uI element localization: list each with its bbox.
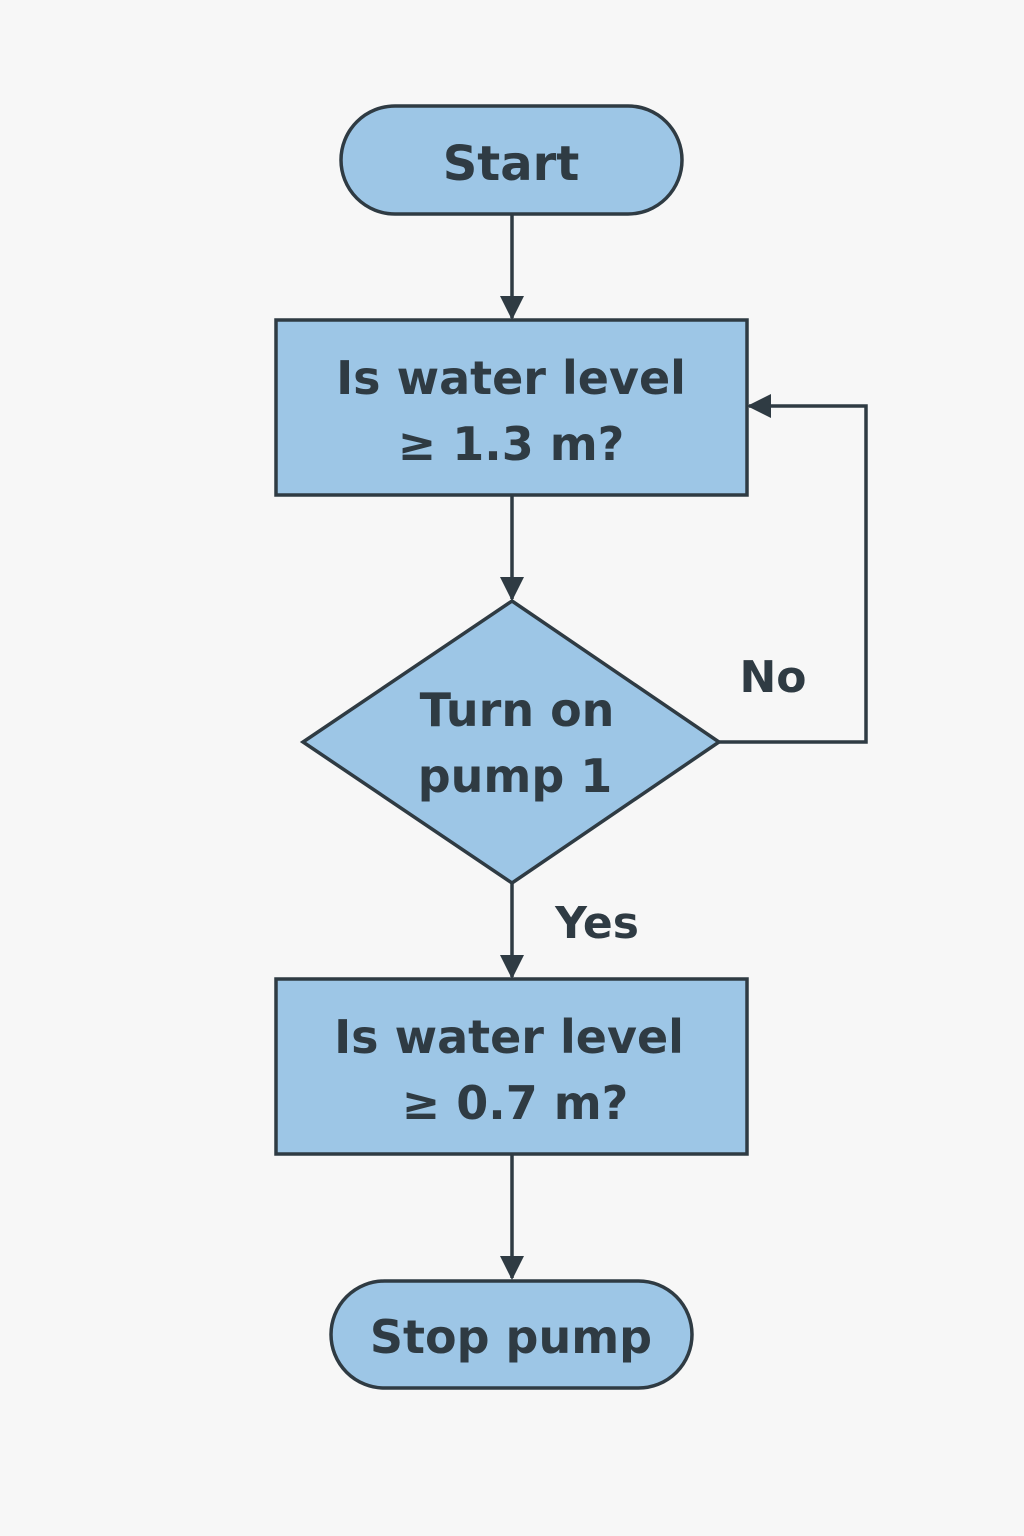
check-low-process-shape — [274, 977, 749, 1156]
check-high-line1: Is water level — [336, 351, 686, 405]
check-high-process-shape — [274, 318, 749, 497]
start-terminal-shape — [339, 104, 684, 216]
stop-node: Stop pump — [329, 1279, 694, 1390]
no-edge-label: No — [739, 652, 806, 703]
connectors — [500, 214, 868, 1280]
check-high-line2: ≥ 1.3 m? — [398, 417, 625, 471]
start-label: Start — [443, 136, 580, 192]
yes-edge-label: Yes — [554, 898, 639, 949]
check-high-node: Is water level ≥ 1.3 m? — [274, 318, 749, 497]
check-low-node: Is water level ≥ 0.7 m? — [274, 977, 749, 1156]
decision-line1: Turn on — [420, 683, 615, 737]
stop-terminal-shape — [329, 1279, 694, 1390]
check-low-line2: ≥ 0.7 m? — [402, 1076, 629, 1130]
decision-diamond-shape — [299, 598, 723, 886]
stop-label: Stop pump — [370, 1310, 652, 1364]
decision-line2: pump 1 — [418, 749, 613, 803]
decision-node: Turn on pump 1 — [299, 598, 723, 886]
check-low-line1: Is water level — [334, 1010, 684, 1064]
arrow-no-loop-back — [719, 394, 868, 744]
start-node: Start — [339, 104, 684, 216]
